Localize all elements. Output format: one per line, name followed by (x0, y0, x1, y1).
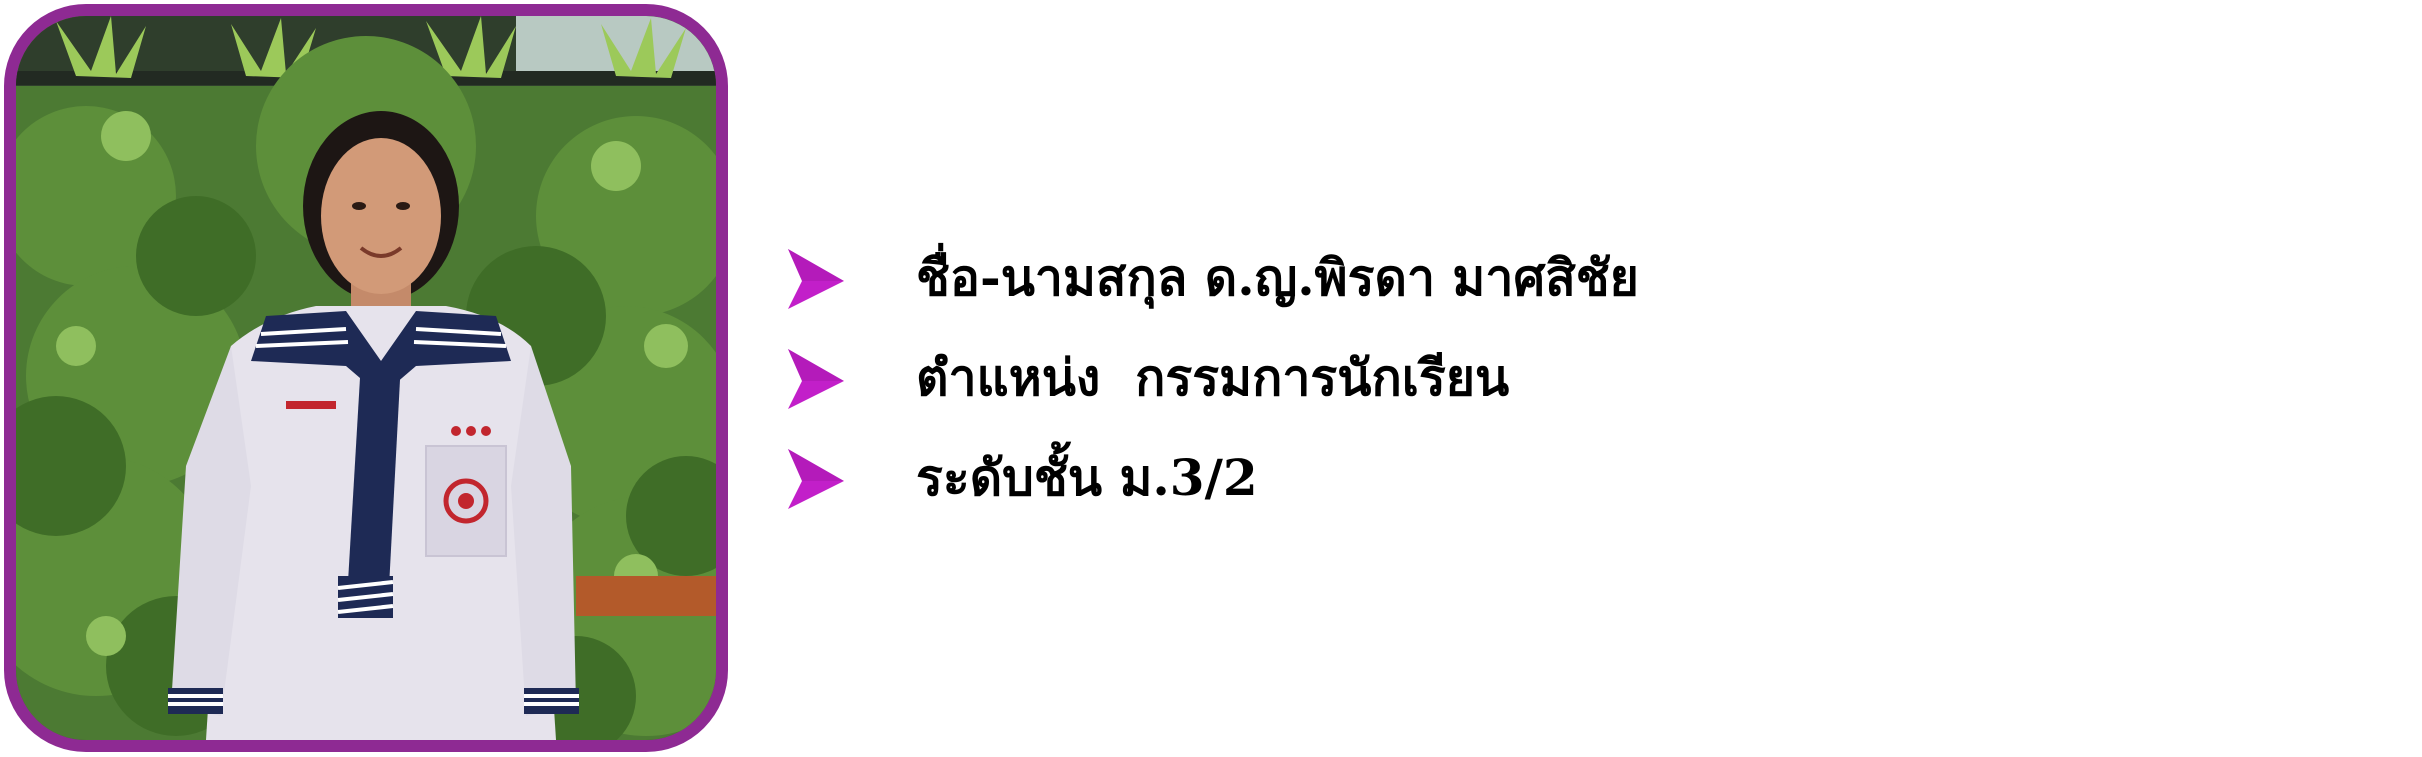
student-photo (16, 16, 716, 740)
student-info-list: ชื่อ-นามสกุล ด.ญ.พิรดา มาศสิชัย ตำแหน่ง … (780, 228, 1639, 528)
student-grade-text: ระดับชั้น ม.3/2 (916, 448, 1258, 507)
arrow-right-bullet-icon (780, 343, 850, 413)
info-item-position: ตำแหน่ง กรรมการนักเรียน (780, 328, 1639, 428)
arrow-right-bullet-icon (780, 443, 850, 513)
student-photo-frame (4, 4, 728, 752)
info-item-grade: ระดับชั้น ม.3/2 (780, 428, 1639, 528)
student-position-text: ตำแหน่ง กรรมการนักเรียน (916, 348, 1510, 407)
info-item-name: ชื่อ-นามสกุล ด.ญ.พิรดา มาศสิชัย (780, 228, 1639, 328)
arrow-right-bullet-icon (780, 243, 850, 313)
student-name-text: ชื่อ-นามสกุล ด.ญ.พิรดา มาศสิชัย (916, 248, 1639, 307)
